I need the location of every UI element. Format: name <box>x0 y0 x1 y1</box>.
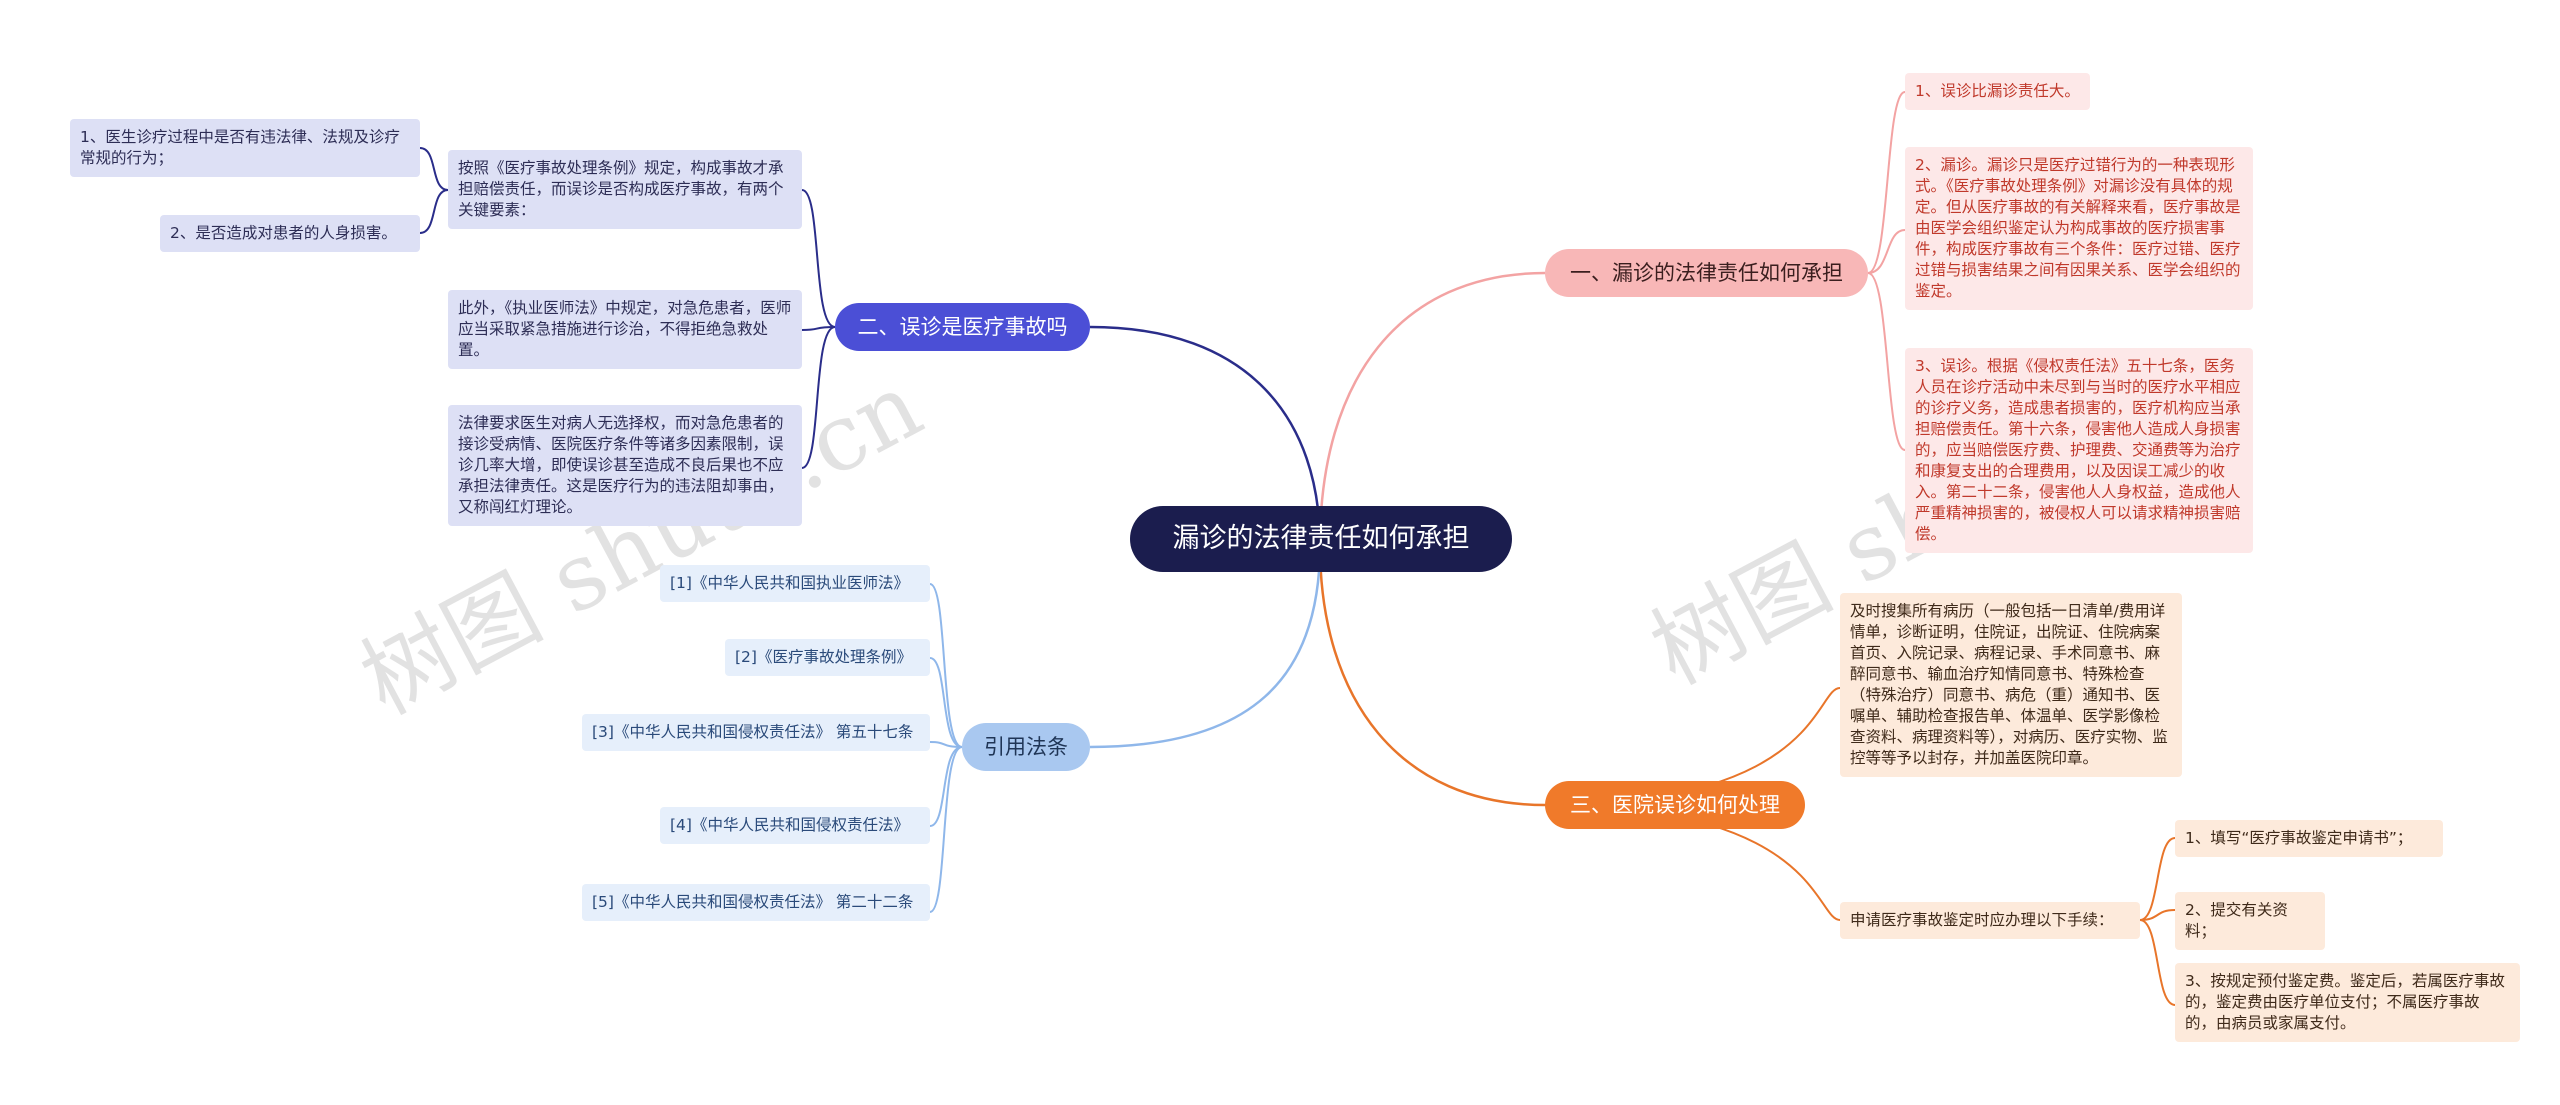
branch1-leaf-1[interactable]: 1、误诊比漏诊责任大。 <box>1905 73 2090 110</box>
link-center-branch1 <box>1318 271 1546 546</box>
link-branch3-subleaf1 <box>2139 837 2176 921</box>
branch4-leaf-4[interactable]: [4]《中华人民共和国侵权责任法》 <box>660 807 930 844</box>
branch-misdiagnosis-accident[interactable]: 二、误诊是医疗事故吗 <box>835 303 1090 351</box>
link-branch4-leaf5 <box>929 746 963 913</box>
branch2-leaf-3[interactable]: 法律要求医生对病人无选择权，而对急危患者的接诊受病情、医院医疗条件等诸多因素限制… <box>448 405 802 526</box>
branch3-leaf-2[interactable]: 申请医疗事故鉴定时应办理以下手续： <box>1840 902 2140 939</box>
branch3-subleaf-1[interactable]: 1、填写“医疗事故鉴定申请书”； <box>2175 820 2443 857</box>
link-branch4-leaf2 <box>929 657 963 748</box>
branch2-leaf-2[interactable]: 此外，《执业医师法》中规定，对急危患者，医师应当采取紧急措施进行诊治，不得拒绝急… <box>448 290 802 369</box>
link-center-branch2 <box>1089 325 1322 546</box>
branch3-subleaf-2[interactable]: 2、提交有关资料； <box>2175 892 2325 950</box>
link-center-branch4 <box>1089 544 1322 749</box>
link-branch1-leaf1 <box>1867 91 1906 274</box>
link-branch4-leaf3 <box>929 741 963 748</box>
branch3-subleaf-3[interactable]: 3、按规定预付鉴定费。鉴定后，若属医疗事故的，鉴定费由医疗单位支付；不属医疗事故… <box>2175 963 2520 1042</box>
link-branch4-leaf4 <box>929 746 963 827</box>
link-branch2-leaf3 <box>801 326 836 469</box>
link-branch4-leaf1 <box>929 583 963 748</box>
branch-legal-liability[interactable]: 一、漏诊的法律责任如何承担 <box>1545 249 1868 297</box>
link-branch2-leaf1 <box>801 189 836 328</box>
branch4-leaf-5[interactable]: [5]《中华人民共和国侵权责任法》 第二十二条 <box>582 884 930 921</box>
branch4-leaf-1[interactable]: [1]《中华人民共和国执业医师法》 <box>660 565 930 602</box>
branch3-leaf-1[interactable]: 及时搜集所有病历（一般包括一日清单/费用详情单，诊断证明，住院证，出院证、住院病… <box>1840 593 2182 777</box>
link-center-branch3 <box>1318 544 1546 807</box>
branch1-leaf-3[interactable]: 3、误诊。根据《侵权责任法》五十七条，医务人员在诊疗活动中未尽到与当时的医疗水平… <box>1905 348 2253 553</box>
branch2-subleaf-2[interactable]: 2、是否造成对患者的人身损害。 <box>160 215 420 252</box>
branch4-leaf-2[interactable]: [2]《医疗事故处理条例》 <box>725 639 930 676</box>
branch4-leaf-3[interactable]: [3]《中华人民共和国侵权责任法》 第五十七条 <box>582 714 930 751</box>
link-branch2-leaf2 <box>801 326 836 331</box>
link-branch2-subleaf2 <box>419 189 449 234</box>
branch2-leaf-1[interactable]: 按照《医疗事故处理条例》规定，构成事故才承担赔偿责任，而误诊是否构成医疗事故，有… <box>448 150 802 229</box>
branch1-leaf-2[interactable]: 2、漏诊。漏诊只是医疗过错行为的一种表现形式。《医疗事故处理条例》对漏诊没有具体… <box>1905 147 2253 310</box>
branch-hospital-handling[interactable]: 三、医院误诊如何处理 <box>1545 781 1805 829</box>
link-branch1-leaf2 <box>1867 229 1906 274</box>
branch-cited-laws[interactable]: 引用法条 <box>962 723 1090 771</box>
link-branch3-subleaf3 <box>2139 919 2176 1006</box>
branch2-subleaf-1[interactable]: 1、医生诊疗过程中是否有违法律、法规及诊疗常规的行为； <box>70 119 420 177</box>
central-topic[interactable]: 漏诊的法律责任如何承担 <box>1130 506 1512 572</box>
link-branch2-subleaf1 <box>419 147 449 191</box>
link-branch1-leaf3 <box>1867 272 1906 451</box>
link-branch3-subleaf2 <box>2139 909 2176 921</box>
